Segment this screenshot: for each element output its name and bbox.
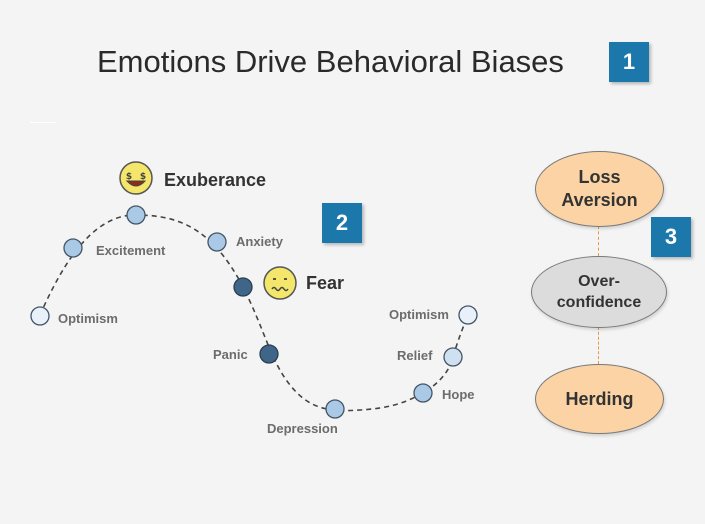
bias-loss-aversion: Loss Aversion [535,151,664,227]
svg-text:$: $ [140,172,146,182]
bias-overconfidence: Over- confidence [531,256,667,328]
connector-loss-over [598,226,599,256]
node-anxiety [207,232,227,252]
step-badge-2: 2 [322,203,362,243]
happy-face-icon: $ $ [119,161,153,195]
node-depression [325,399,345,419]
label-depression: Depression [267,421,338,436]
node-excitement [63,238,83,258]
step-badge-3: 3 [651,217,691,257]
label-fear: Fear [306,273,345,293]
node-exuberance [126,205,146,225]
node-hope [413,383,433,403]
svg-text:$: $ [126,172,132,182]
label-optimism-end: Optimism [389,307,449,322]
page-title: Emotions Drive Behavioral Biases [97,44,564,79]
bias-herding-label: Herding [565,388,634,409]
bias-loss-aversion-line2: Aversion [561,190,638,210]
connector-over-herding [598,327,599,364]
bias-overconfidence-line2: confidence [556,294,642,311]
node-optimism-end [458,305,478,325]
node-fear [233,277,253,297]
bias-overconfidence-line1: Over- [578,273,620,290]
label-optimism-start: Optimism [58,311,118,326]
divider [30,122,56,123]
node-panic [259,344,279,364]
label-anxiety: Anxiety [236,234,283,249]
node-optimism-start [30,306,50,326]
worried-face-icon [263,266,297,300]
node-relief [443,347,463,367]
label-excitement: Excitement [96,243,166,258]
label-panic: Panic [213,347,248,362]
label-relief: Relief [397,348,433,363]
bias-herding: Herding [535,364,664,434]
bias-loss-aversion-line1: Loss [578,167,621,187]
label-exuberance: Exuberance [164,170,267,190]
step-badge-1: 1 [609,42,649,82]
label-hope: Hope [442,387,475,402]
